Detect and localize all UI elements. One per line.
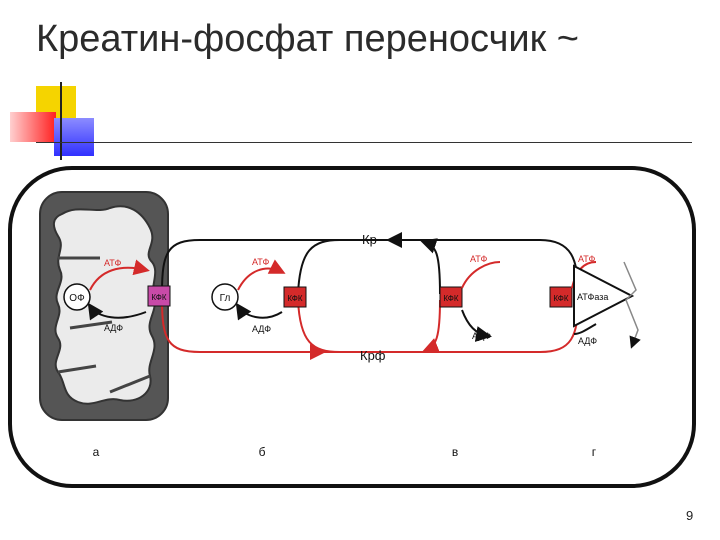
kfk-label-g: КФК: [553, 294, 568, 303]
deco-horizontal-line: [36, 142, 692, 143]
page-title: Креатин-фосфат переносчик ~: [36, 18, 579, 60]
kfk-label-b: КФК: [287, 294, 302, 303]
panel-label-v: в: [452, 445, 458, 459]
adf-label-g: АДФ: [578, 336, 597, 346]
atf-label-g: АТФ: [578, 254, 595, 264]
of-circle: [63, 283, 91, 311]
panel-label-a: а: [93, 445, 100, 459]
krf-flow-bottom: [161, 299, 579, 353]
deco-vertical-line: [60, 82, 62, 160]
kfk-enzyme-a: [147, 285, 171, 307]
atf-label-a: АТФ: [104, 258, 121, 268]
energy-lightning-icon: [623, 261, 641, 349]
atf-label-b: АТФ: [252, 257, 269, 267]
gl-circle: [211, 283, 239, 311]
gl-label: Гл: [220, 293, 231, 304]
atfase-label: АТФаза: [577, 292, 608, 302]
kr-flow-top: [161, 239, 579, 293]
adf-label-a: АДФ: [104, 323, 123, 333]
adf-label-b: АДФ: [252, 324, 271, 334]
panel-label-g: г: [592, 445, 597, 459]
kfk-label-v: КФК: [443, 294, 458, 303]
kfk-label-a: КФК: [151, 293, 166, 302]
krf-label: Крф: [360, 348, 386, 363]
page-number: 9: [686, 508, 694, 523]
kr-label: Кр: [362, 232, 377, 247]
deco-red-block: [10, 112, 56, 142]
atf-label-v: АТФ: [470, 254, 487, 264]
panel-label-b: б: [259, 445, 266, 459]
kfk-enzyme-b: [283, 286, 307, 308]
atfase-triangle: [573, 264, 635, 328]
adf-label-v: АДФ: [472, 331, 491, 341]
of-label: ОФ: [69, 293, 85, 304]
cell-boundary: [8, 166, 696, 488]
kfk-enzyme-g: [549, 286, 573, 308]
kfk-enzyme-v: [439, 286, 463, 308]
mitochondrion-cristae: [52, 205, 157, 405]
